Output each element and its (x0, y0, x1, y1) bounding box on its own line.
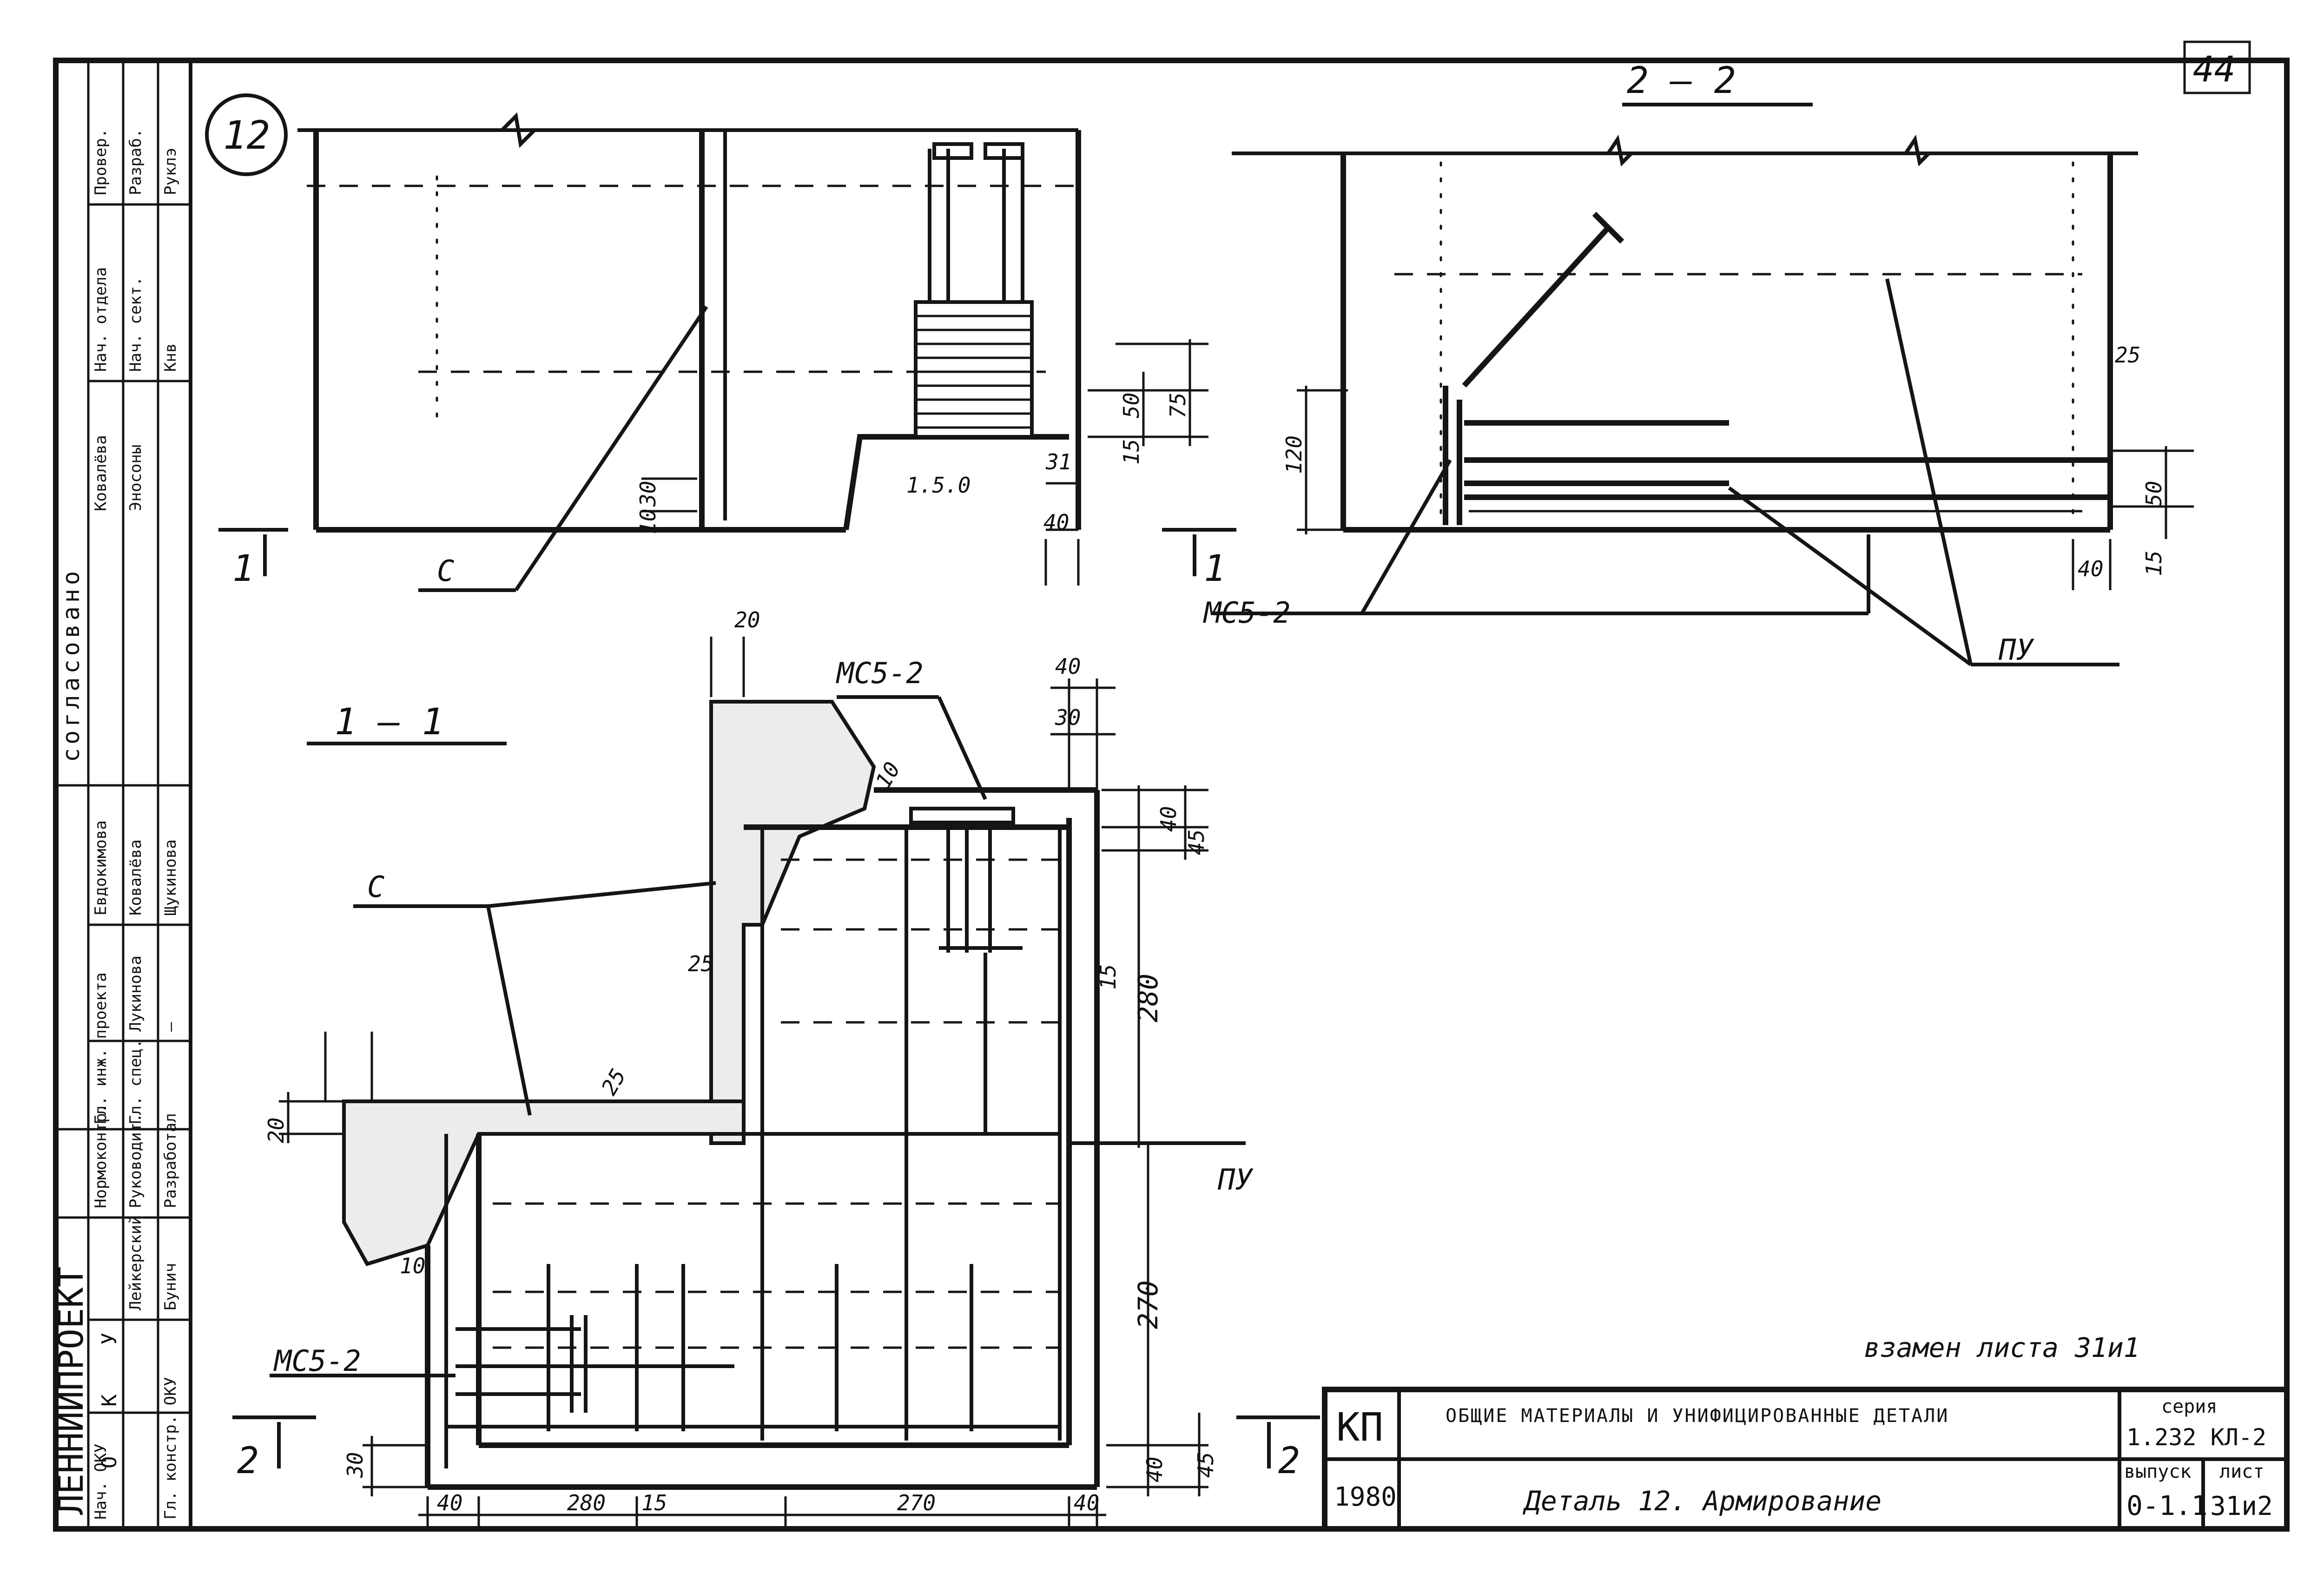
sheet-frame (53, 58, 2290, 1532)
dim-s11-17: 270 (897, 1490, 936, 1515)
label-c-top: С (437, 554, 454, 588)
stamp-row-upper-4: Нач. сект. (126, 276, 145, 372)
stamp-row-lower-1: Гл. инж. проекта (92, 972, 110, 1125)
dim-tl-2: 31 (1045, 449, 1071, 474)
stamp-name-lower-4: — (161, 1022, 180, 1032)
detail-circle (205, 93, 288, 176)
tb-issue-value: 0-1.1 (2126, 1490, 2208, 1521)
stamp-name-upper-4: Кнв (161, 343, 180, 372)
dim-s11-6: 25 (688, 951, 713, 976)
label-mc5-bottom: МС5-2 (273, 1344, 361, 1378)
dim-s11-18: 40 (1142, 1457, 1167, 1482)
cut-mark-1-right: 1 (1204, 548, 1226, 590)
label-mc5-mid: МС5-2 (836, 656, 924, 690)
dim-s11-8: 280 (1132, 974, 1164, 1022)
tb-code: КП (1336, 1404, 1383, 1450)
dim-s11-11: 10 (400, 1253, 425, 1278)
replacement-note: взамен листа 31и1 (1864, 1332, 2140, 1363)
tb-title: Деталь 12. Армирование (1522, 1485, 1882, 1517)
tb-sheet-value: 31и2 (2210, 1491, 2273, 1521)
tb-series-value: 1.232 КЛ-2 (2126, 1424, 2266, 1451)
dim-s11-9: 25 (596, 1065, 631, 1099)
stamp-row-upper-1: Провер. (92, 129, 110, 195)
concrete-lower (342, 1099, 746, 1266)
section-1-1-title: 1 — 1 (335, 701, 444, 743)
stamp-name-upper-2: Эносоны (126, 445, 145, 511)
dim-tl-6: 75 (1165, 393, 1190, 418)
dim-s11-19: 45 (1193, 1452, 1218, 1478)
stamp-name-lower-5: Лукинова (126, 955, 145, 1032)
sheet-number: 44 (2193, 48, 2236, 90)
dim-tr-0: 120 (1281, 435, 1307, 474)
stamp-row-upper-2: Нач. отдела (92, 267, 110, 372)
section-2-2: 2 — 2 МС5-2 ПУ 120 25 (1203, 60, 2194, 667)
tb-series-label: серия (2161, 1396, 2217, 1417)
label-blur-figure: 1.5.0 (906, 473, 971, 498)
dim-tr-1: 25 (2115, 342, 2140, 368)
tb-issue-label: выпуск (2124, 1461, 2192, 1482)
dim-s11-2: 30 (1055, 705, 1081, 730)
dim-s11-0: 20 (734, 607, 760, 632)
dim-tr-4: 40 (2078, 556, 2103, 581)
stamp-org: ЛЕННИИПРОЕКТ (51, 1266, 91, 1515)
dim-s11-16: 15 (641, 1490, 667, 1515)
cut-mark-1-left: 1 (232, 548, 254, 590)
stamp-row-lower-2: Гл. спец. (126, 1039, 145, 1125)
stamp-approved: согласовано (58, 567, 85, 762)
dim-tl-3: 40 (1043, 510, 1069, 535)
dim-tl-1: 10 (635, 509, 660, 534)
dim-s11-13: 30 (343, 1452, 368, 1478)
dim-s11-20: 40 (1074, 1490, 1099, 1515)
label-mc5-top-right: МС5-2 (1203, 596, 1291, 630)
top-left-elevation: С 1.5.0 30 10 31 40 15 50 75 1 1 (218, 112, 1236, 592)
label-pu-top: ПУ (1998, 633, 2034, 667)
stamp-row-lower-5: Нормоконтр. (92, 1104, 110, 1208)
side-stamp: ЛЕННИИПРОЕКТ О К У согласовано Провер. Н… (51, 59, 192, 1531)
dim-s11-14: 40 (437, 1490, 462, 1515)
stamp-name-upper-1: Ковалёва (92, 435, 110, 511)
dim-tl-0: 30 (635, 481, 660, 507)
dim-tl-4: 15 (1119, 439, 1144, 465)
dim-s11-15: 280 (567, 1490, 606, 1515)
stamp-row-upper-3: Разраб. (126, 129, 145, 195)
stamp-name-bottom-1: Лейкерский (126, 1215, 145, 1310)
stamp-row-bottom-1: Нач. ОКУ (92, 1443, 110, 1520)
cut-mark-2-right: 2 (1278, 1440, 1300, 1482)
dim-tl-5: 50 (1119, 393, 1144, 418)
label-pu-mid: ПУ (1217, 1163, 1254, 1197)
dim-s11-7: 15 (1096, 964, 1121, 990)
label-c-mid: С (367, 870, 384, 904)
title-block: КП 1980 ОБЩИЕ МАТЕРИАЛЫ И УНИФИЦИРОВАННЫ… (1322, 1387, 2290, 1532)
stamp-dept: О К У (98, 1314, 121, 1468)
section-1-1: 1 — 1 (232, 607, 1320, 1529)
dim-tr-2: 50 (2141, 481, 2166, 507)
dim-s11-5: 45 (1184, 829, 1209, 855)
detail-number: 12 (223, 112, 270, 158)
sheet-number-box (2183, 40, 2251, 94)
stamp-name-lower-2: Ковалёва (126, 839, 145, 915)
stamp-row-lower-3: Разработал (161, 1113, 180, 1208)
dim-s11-10: 20 (264, 1118, 289, 1143)
tb-heading: ОБЩИЕ МАТЕРИАЛЫ И УНИФИЦИРОВАННЫЕ ДЕТАЛИ (1446, 1405, 1949, 1427)
stamp-name-upper-3: Руклэ (161, 148, 180, 195)
stamp-name-lower-3: Щукинова (161, 839, 180, 915)
section-2-2-title: 2 — 2 (1627, 60, 1736, 102)
tb-sheet-label: лист (2219, 1461, 2264, 1482)
stamp-name-bottom-2: Бунич (161, 1263, 180, 1310)
tb-year: 1980 (1334, 1482, 1397, 1512)
dim-tr-3: 15 (2141, 551, 2166, 576)
stamp-row-lower-4: Руководит. (126, 1113, 145, 1208)
dim-s11-1: 40 (1055, 654, 1081, 679)
cut-mark-2-left: 2 (237, 1440, 259, 1482)
stamp-row-bottom-2: Гл. констр. ОКУ (161, 1377, 180, 1520)
dim-s11-4: 40 (1156, 806, 1181, 832)
stamp-name-lower-1: Евдокимова (92, 820, 110, 915)
concrete-upper (709, 700, 876, 1145)
